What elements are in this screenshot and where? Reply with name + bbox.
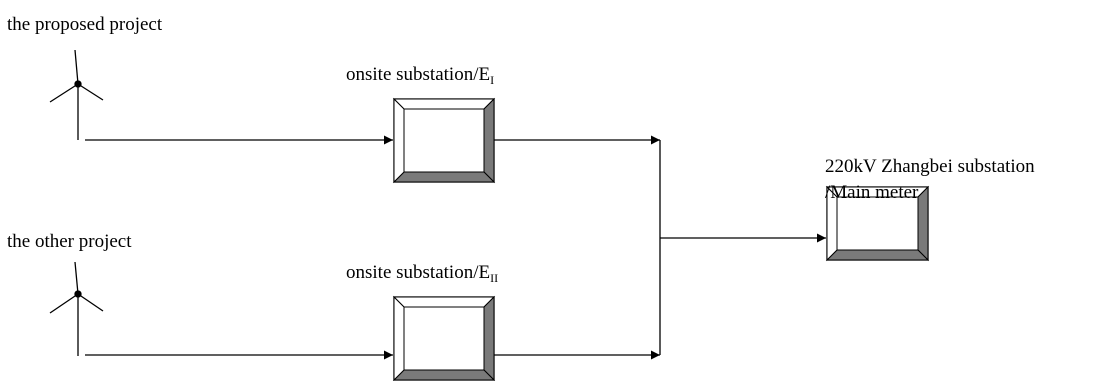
substation-1-label-subscript: I (490, 73, 495, 87)
substation-2-label: onsite substation/EII (346, 262, 498, 284)
other-project-label: the other project (7, 231, 132, 252)
substation-box-1 (392, 97, 496, 184)
main-substation-label-line2: /Main meter (825, 182, 919, 203)
substation-1-label: onsite substation/EI (346, 64, 494, 86)
substation-box-2 (392, 295, 496, 382)
main-meter-box (825, 185, 930, 262)
substation-2-label-text: onsite substation/E (346, 262, 491, 283)
wind-turbine-icon-proposed (49, 49, 104, 140)
wind-turbine-icon-other (49, 261, 104, 356)
substation-2-label-subscript: II (490, 271, 499, 285)
main-substation-label-line1: 220kV Zhangbei substation (825, 156, 1035, 177)
substation-1-label-text: onsite substation/E (346, 64, 491, 85)
proposed-project-label: the proposed project (7, 14, 163, 35)
connector-lines (85, 135, 826, 360)
